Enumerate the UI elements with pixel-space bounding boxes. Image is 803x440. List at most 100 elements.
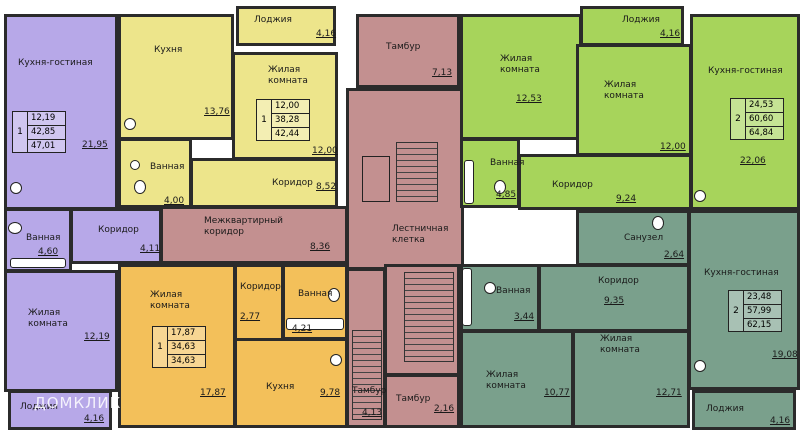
apartment-info-table: 1 12,00 38,28 42,44: [256, 99, 310, 141]
apartment-room-count: 2: [731, 99, 746, 139]
room-label: Ванная: [496, 286, 531, 296]
room-area: 12,00: [312, 146, 338, 156]
living-room-1[interactable]: [232, 52, 338, 160]
room-area: 12,19: [84, 332, 110, 342]
room-label: Кухня-гостиная: [18, 58, 93, 68]
bathtub-icon: [462, 268, 472, 326]
interflat-corridor[interactable]: [160, 206, 348, 264]
room-area: 4,11: [140, 244, 161, 254]
room-label: Лестничная клетка: [392, 224, 449, 245]
stove-icon: [694, 190, 706, 202]
stove-icon: [124, 118, 136, 130]
room-label: Ванная: [26, 233, 61, 243]
room-area: 2,77: [240, 312, 261, 322]
room-label: Кухня-гостиная: [704, 268, 779, 278]
total-area-value: 38,28: [272, 114, 309, 128]
kitchen-living-room-1[interactable]: [4, 14, 118, 210]
room-label: Жилая комната: [28, 308, 68, 329]
living-room-3[interactable]: [4, 270, 118, 392]
room-label: Тамбур: [386, 42, 421, 52]
toilet-icon: [134, 180, 146, 194]
room-label: Кухня: [266, 382, 295, 392]
total-area-value: 42,85: [28, 126, 65, 140]
room-area: 4,21: [292, 324, 313, 334]
total-area-value: 57,99: [744, 305, 781, 319]
apartment-info-table: 2 24,53 60,60 64,84: [730, 98, 784, 140]
corridor-4[interactable]: [234, 264, 284, 346]
room-area: 2,16: [434, 404, 455, 414]
room-label: Жилая комната: [604, 80, 644, 101]
room-label: Коридор: [552, 180, 593, 190]
room-label: Коридор: [598, 276, 639, 286]
bathroom-5[interactable]: [460, 264, 540, 332]
living-area-value: 12,00: [272, 100, 309, 114]
room-area: 3,44: [514, 312, 535, 322]
loggia-top-1[interactable]: [236, 6, 336, 46]
stove-icon: [694, 360, 706, 372]
room-label: Коридор: [272, 178, 313, 188]
living-area-value: 24,53: [746, 99, 783, 113]
stair-flight-lower-1: [404, 272, 454, 362]
room-label: Ванная: [298, 289, 333, 299]
total-area-with-loggia-value: 34,63: [171, 356, 196, 366]
living-area-value: 12,19: [28, 112, 65, 126]
stair-flight-upper: [396, 142, 438, 202]
stove-icon: [330, 354, 342, 366]
stair-flight-lower-2: [352, 330, 382, 420]
bathtub-icon: [464, 160, 474, 204]
room-area: 4,16: [84, 414, 105, 424]
room-area: 4,13: [362, 408, 383, 418]
total-area-value: 60,60: [746, 113, 783, 127]
apartment-info-table: 2 23,48 57,99 62,15: [728, 290, 782, 332]
room-label: Ванная: [490, 158, 525, 168]
total-area-with-loggia-value: 42,44: [275, 129, 300, 139]
living-area-value: 17,87: [168, 327, 205, 341]
room-area: 21,95: [82, 140, 108, 150]
living-room-2a[interactable]: [460, 14, 582, 140]
room-label: Жилая комната: [268, 65, 308, 86]
room-label: Жилая комната: [150, 290, 190, 311]
living-room-5a[interactable]: [460, 330, 574, 428]
room-area: 2,64: [664, 250, 685, 260]
room-label: Межквартирный коридор: [204, 216, 284, 237]
loggia-top-2[interactable]: [580, 6, 684, 46]
room-label: Лоджия: [20, 402, 58, 412]
watermark-logo: ДОМКЛИК: [34, 394, 122, 412]
loggia-bottom-1[interactable]: [8, 390, 112, 430]
room-area: 4,60: [38, 247, 59, 257]
tambour-bottom-2[interactable]: [384, 374, 460, 428]
room-area: 7,13: [432, 68, 453, 78]
room-label: Жилая комната: [600, 334, 640, 355]
living-room-2b[interactable]: [576, 44, 692, 156]
total-area-value: 34,63: [168, 341, 205, 355]
room-area: 12,53: [516, 94, 542, 104]
toilet-icon: [484, 282, 496, 294]
total-area-with-loggia-value: 64,84: [749, 128, 774, 138]
room-label: Жилая комната: [500, 54, 540, 75]
apartment-room-count: 2: [729, 291, 744, 331]
apartment-info-table: 1 17,87 34,63 34,63: [152, 326, 206, 368]
bathroom-1[interactable]: [118, 138, 192, 208]
room-label: Коридор: [240, 282, 281, 292]
kitchen-living-room-2[interactable]: [690, 14, 800, 210]
tambour-top[interactable]: [356, 14, 460, 88]
kitchen-4[interactable]: [234, 338, 348, 428]
room-area: 8,52: [316, 182, 337, 192]
toilet-icon: [652, 216, 664, 230]
room-area: 9,78: [320, 388, 341, 398]
room-label: Ванная: [150, 162, 185, 172]
room-area: 17,87: [200, 388, 226, 398]
apartment-room-count: 1: [153, 327, 168, 367]
corridor-3[interactable]: [70, 208, 162, 264]
toilet-icon: [494, 180, 506, 194]
room-area: 4,16: [316, 29, 337, 39]
living-room-4[interactable]: [118, 264, 236, 428]
loggia-bottom-2[interactable]: [692, 390, 796, 430]
room-area: 19,08: [772, 350, 798, 360]
room-label: Кухня-гостиная: [708, 66, 783, 76]
room-area: 8,36: [310, 242, 331, 252]
corridor-2[interactable]: [518, 154, 692, 210]
apartment-room-count: 1: [257, 100, 272, 140]
room-area: 12,00: [660, 142, 686, 152]
